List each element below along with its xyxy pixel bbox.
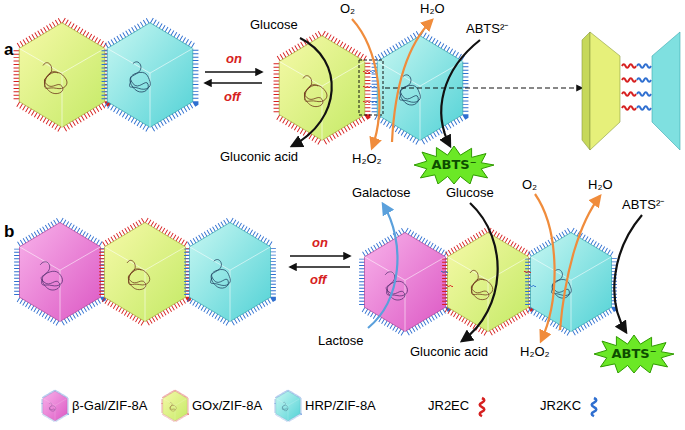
product-label: H₂O	[588, 178, 613, 193]
legend-sample	[480, 398, 485, 416]
drawing-part	[637, 92, 651, 96]
gox-particle	[19, 23, 105, 128]
legend-sample	[163, 391, 187, 421]
drawing-part	[637, 106, 651, 110]
starburst-outline	[414, 146, 494, 184]
junction-helices	[363, 71, 377, 103]
drawing-part	[590, 32, 620, 150]
bgal-particle	[19, 223, 100, 322]
product-text: ABTS⁻	[611, 347, 656, 362]
drawing-part	[524, 271, 531, 273]
abts-arrow	[614, 215, 642, 332]
on-arrow	[290, 255, 350, 256]
drawing-part	[622, 78, 636, 82]
junction-helices	[441, 271, 536, 287]
starburst-outline	[594, 335, 674, 373]
switch-label: on	[312, 236, 328, 251]
legend-sample	[276, 391, 300, 421]
drawing-part	[441, 271, 448, 273]
hrp-particle	[190, 223, 271, 322]
panel-letter: a	[4, 40, 13, 60]
substrate-label: ABTS²⁻	[466, 22, 508, 37]
product-label: H₂O	[420, 2, 445, 17]
switch-label: off	[224, 90, 240, 105]
product-label: Glucose	[446, 186, 494, 201]
glucose-arrow	[292, 38, 332, 146]
product-text: ABTS⁻	[431, 158, 476, 173]
drawing-part	[446, 285, 453, 287]
substrate-label: Lactose	[318, 334, 364, 349]
drawing-part	[363, 86, 370, 88]
drawing-part	[622, 92, 636, 96]
lactose-arrow	[368, 204, 397, 328]
drawing-part	[363, 71, 370, 73]
product-label: H₂O₂	[520, 345, 550, 360]
gox-particle	[105, 223, 186, 322]
substrate-label: O₂	[340, 2, 355, 17]
abts-arrow	[441, 40, 480, 146]
on-arrow	[205, 71, 262, 72]
zoom-arrow	[385, 87, 582, 88]
hrp-particle	[107, 23, 193, 128]
bgal-particle	[365, 233, 446, 332]
drawing-part	[370, 86, 377, 88]
product-label: Gluconic acid	[220, 150, 298, 165]
product-label: H₂O₂	[352, 152, 382, 167]
hrp-particle	[531, 233, 612, 332]
product-label: Gluconic acid	[410, 345, 488, 360]
oxygen-arrow	[352, 19, 379, 148]
substrate-label: O₂	[522, 178, 537, 193]
gox-particle	[279, 36, 365, 141]
substrate-label: Glucose	[250, 18, 298, 33]
drawing-part	[622, 64, 636, 68]
switch-label: off	[310, 273, 326, 288]
product-starburst: ABTS⁻	[594, 335, 674, 373]
drawing-part	[363, 101, 370, 103]
product-label: Galactose	[352, 186, 411, 201]
substrate-label: ABTS²⁻	[622, 198, 664, 213]
legend-text: β-Gal/ZIF-8A	[72, 399, 147, 414]
peroxide-arrow	[560, 196, 600, 330]
drawing-part	[637, 78, 651, 82]
panel-letter: b	[4, 222, 14, 242]
legend-text: GOx/ZIF-8A	[192, 399, 262, 414]
gox-particle	[448, 233, 529, 332]
drawing-part	[529, 285, 536, 287]
off-arrow	[205, 82, 262, 83]
zoom-detail	[582, 32, 680, 150]
legend-sample	[592, 398, 597, 416]
legend-text: JR2KC	[540, 399, 581, 414]
product-starburst: ABTS⁻	[414, 146, 494, 184]
drawing-part	[637, 64, 651, 68]
drawing-part	[582, 32, 590, 150]
peroxide-arrow	[392, 20, 432, 142]
drawing-part	[622, 106, 636, 110]
switch-label: on	[226, 52, 242, 67]
drawing-part	[370, 101, 377, 103]
legend-text: HRP/ZIF-8A	[305, 399, 376, 414]
glucose-arrow	[462, 203, 498, 341]
legend-text: JR2EC	[428, 399, 469, 414]
oxygen-arrow	[535, 194, 555, 341]
drawing-part	[652, 32, 680, 150]
legend-sample	[43, 391, 67, 421]
off-arrow	[290, 266, 350, 267]
